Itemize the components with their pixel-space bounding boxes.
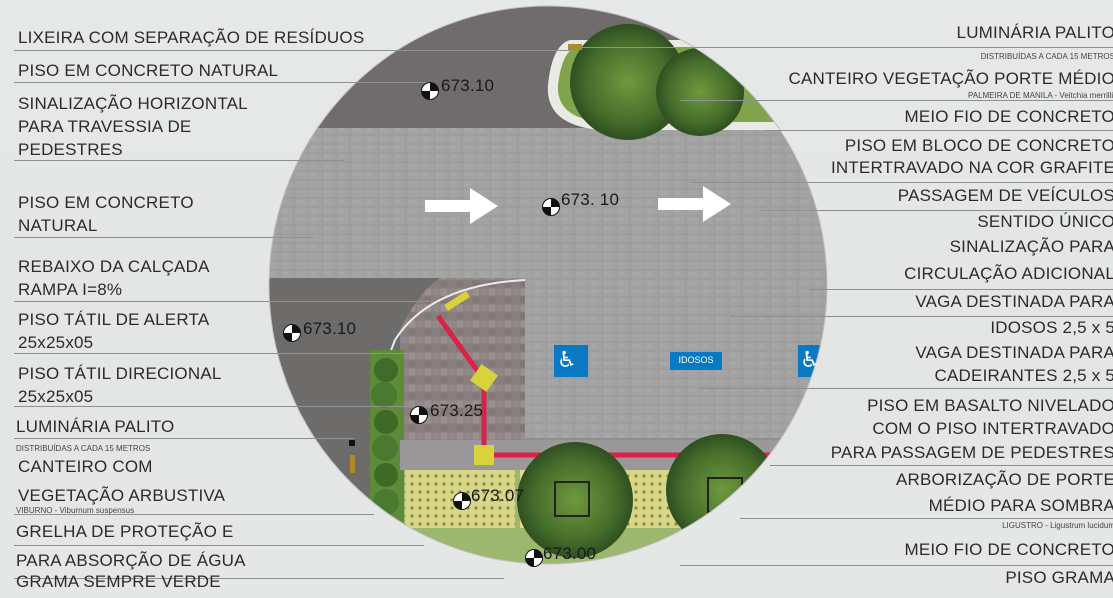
luminaire-icon: [349, 440, 355, 446]
leader-line: [14, 82, 434, 83]
level-ramp: 673.25: [430, 401, 484, 420]
level-left: 673.10: [303, 319, 357, 338]
leader-line: [14, 50, 574, 51]
label-basalto-2: COM O PISO INTERTRAVADO: [872, 419, 1113, 438]
label-palmeira: PALMEIRA DE MANILA - Veitchia merrillii: [967, 91, 1113, 100]
label-piso-concreto-2b: NATURAL: [18, 216, 98, 235]
label-canteiro: CANTEIRO COM: [18, 457, 153, 476]
label-sentido: SENTIDO ÚNICO: [977, 212, 1113, 231]
luminaire-icon: [350, 455, 355, 473]
label-luminaria-right: LUMINÁRIA PALITO: [956, 23, 1113, 42]
leader-line: [14, 353, 439, 354]
label-lixeira: LIXEIRA COM SEPARAÇÃO DE RESÍDUOS: [18, 28, 365, 47]
parking-sign-idosos: IDOSOS: [678, 355, 714, 365]
leader-line: [14, 578, 504, 579]
label-viburno: VIBURNO - Viburnum suspensus: [16, 506, 135, 515]
label-vaga-idosos-1: VAGA DESTINADA PARA: [915, 292, 1113, 311]
leader-line: [740, 518, 1113, 519]
label-grama: GRAMA SEMPRE VERDE: [16, 572, 221, 591]
wheelchair-icon: ♿: [800, 348, 820, 373]
label-sinalizacao-3: PEDESTRES: [18, 140, 123, 159]
label-luminaria-right-note: DISTRIBUÍDAS A CADA 15 METROS: [980, 52, 1113, 61]
label-basalto-3: PARA PASSAGEM DE PEDESTRES: [830, 443, 1113, 462]
leader-line: [680, 100, 1113, 101]
level-marker-icon: [453, 492, 471, 510]
luminaire-icon: [568, 44, 582, 50]
label-passagem: PASSAGEM DE VEÍCULOS: [897, 186, 1113, 205]
leader-line: [765, 130, 1113, 131]
label-sinalizacao-2: PARA TRAVESSIA DE: [18, 117, 192, 136]
level-marker-icon: [525, 549, 543, 567]
level-marker-icon: [542, 198, 560, 216]
label-sinalizacao-para: SINALIZAÇÃO PARA: [949, 237, 1113, 256]
label-bloco-2: INTERTRAVADO NA COR GRAFITE: [830, 158, 1113, 177]
level-grate: 673.07: [471, 486, 525, 505]
label-vaga-cadeirantes-2: CADEIRANTES 2,5 x 5: [934, 366, 1113, 385]
label-piso-concreto-2a: PISO EM CONCRETO: [18, 193, 194, 212]
level-marker-icon: [410, 406, 428, 424]
level-marker-icon: [421, 82, 439, 100]
leader-line: [14, 514, 374, 515]
leader-line: [14, 160, 344, 161]
level-road: 673. 10: [561, 190, 620, 209]
leader-line: [14, 237, 314, 238]
label-meio-fio-2: MEIO FIO DE CONCRETO: [904, 540, 1113, 559]
level-bottom: 673.00: [543, 544, 597, 563]
leader-line: [14, 406, 454, 407]
leader-line: [760, 210, 1113, 211]
label-rampa: RAMPA I=8%: [18, 280, 123, 299]
label-tatil-alerta-dim: 25x25x05: [18, 333, 94, 352]
leader-line: [14, 301, 434, 302]
label-arborizacao-2: MÉDIO PARA SOMBRA: [928, 496, 1113, 515]
leader-line: [680, 565, 1113, 566]
label-piso-concreto: PISO EM CONCRETO NATURAL: [18, 61, 279, 80]
label-vaga-idosos-2: IDOSOS 2,5 x 5: [990, 318, 1113, 337]
level-marker-icon: [283, 324, 301, 342]
leader-line: [14, 545, 424, 546]
label-vaga-cadeirantes-1: VAGA DESTINADA PARA: [915, 343, 1113, 362]
leader-line: [770, 465, 1113, 466]
level-top: 673.10: [441, 76, 495, 95]
label-bloco-1: PISO EM BLOCO DE CONCRETO: [844, 136, 1113, 155]
label-tatil-alerta: PISO TÁTIL DE ALERTA: [18, 310, 210, 329]
label-vegetacao: VEGETAÇÃO ARBUSTIVA: [18, 486, 226, 505]
label-piso-grama: PISO GRAMA: [1005, 568, 1113, 587]
label-rebaixo: REBAIXO DA CALÇADA: [18, 257, 210, 276]
leader-line: [700, 388, 1113, 389]
label-circulacao: CIRCULAÇÃO ADICIONAL: [904, 264, 1113, 283]
leader-line: [14, 438, 354, 439]
label-basalto-1: PISO EM BASALTO NIVELADO: [867, 396, 1113, 415]
label-grelha: GRELHA DE PROTEÇÃO E: [16, 522, 234, 541]
label-luminaria: LUMINÁRIA PALITO: [16, 417, 175, 436]
leader-line: [730, 316, 1113, 317]
label-tatil-direcional-dim: 25x25x05: [18, 387, 94, 406]
label-tatil-direcional: PISO TÁTIL DIRECIONAL: [18, 364, 222, 383]
label-luminaria-note: DISTRIBUÍDAS A CADA 15 METROS: [16, 444, 151, 453]
label-sinalizacao-1: SINALIZAÇÃO HORIZONTAL: [18, 94, 248, 113]
label-canteiro-medio: CANTEIRO VEGETAÇÃO PORTE MÉDIO: [788, 69, 1113, 88]
leader-line: [690, 182, 1113, 183]
label-meio-fio-1: MEIO FIO DE CONCRETO: [904, 107, 1113, 126]
leader-line: [580, 47, 1113, 48]
leader-line: [810, 289, 1113, 290]
label-absorcao: PARA ABSORÇÃO DE ÁGUA: [16, 551, 246, 570]
label-ligustro: LIGUSTRO - Ligustrum lucidum: [1002, 521, 1113, 530]
label-arborizacao-1: ARBORIZAÇÃO DE PORTE: [895, 470, 1113, 489]
wheelchair-icon: ♿: [557, 348, 577, 373]
